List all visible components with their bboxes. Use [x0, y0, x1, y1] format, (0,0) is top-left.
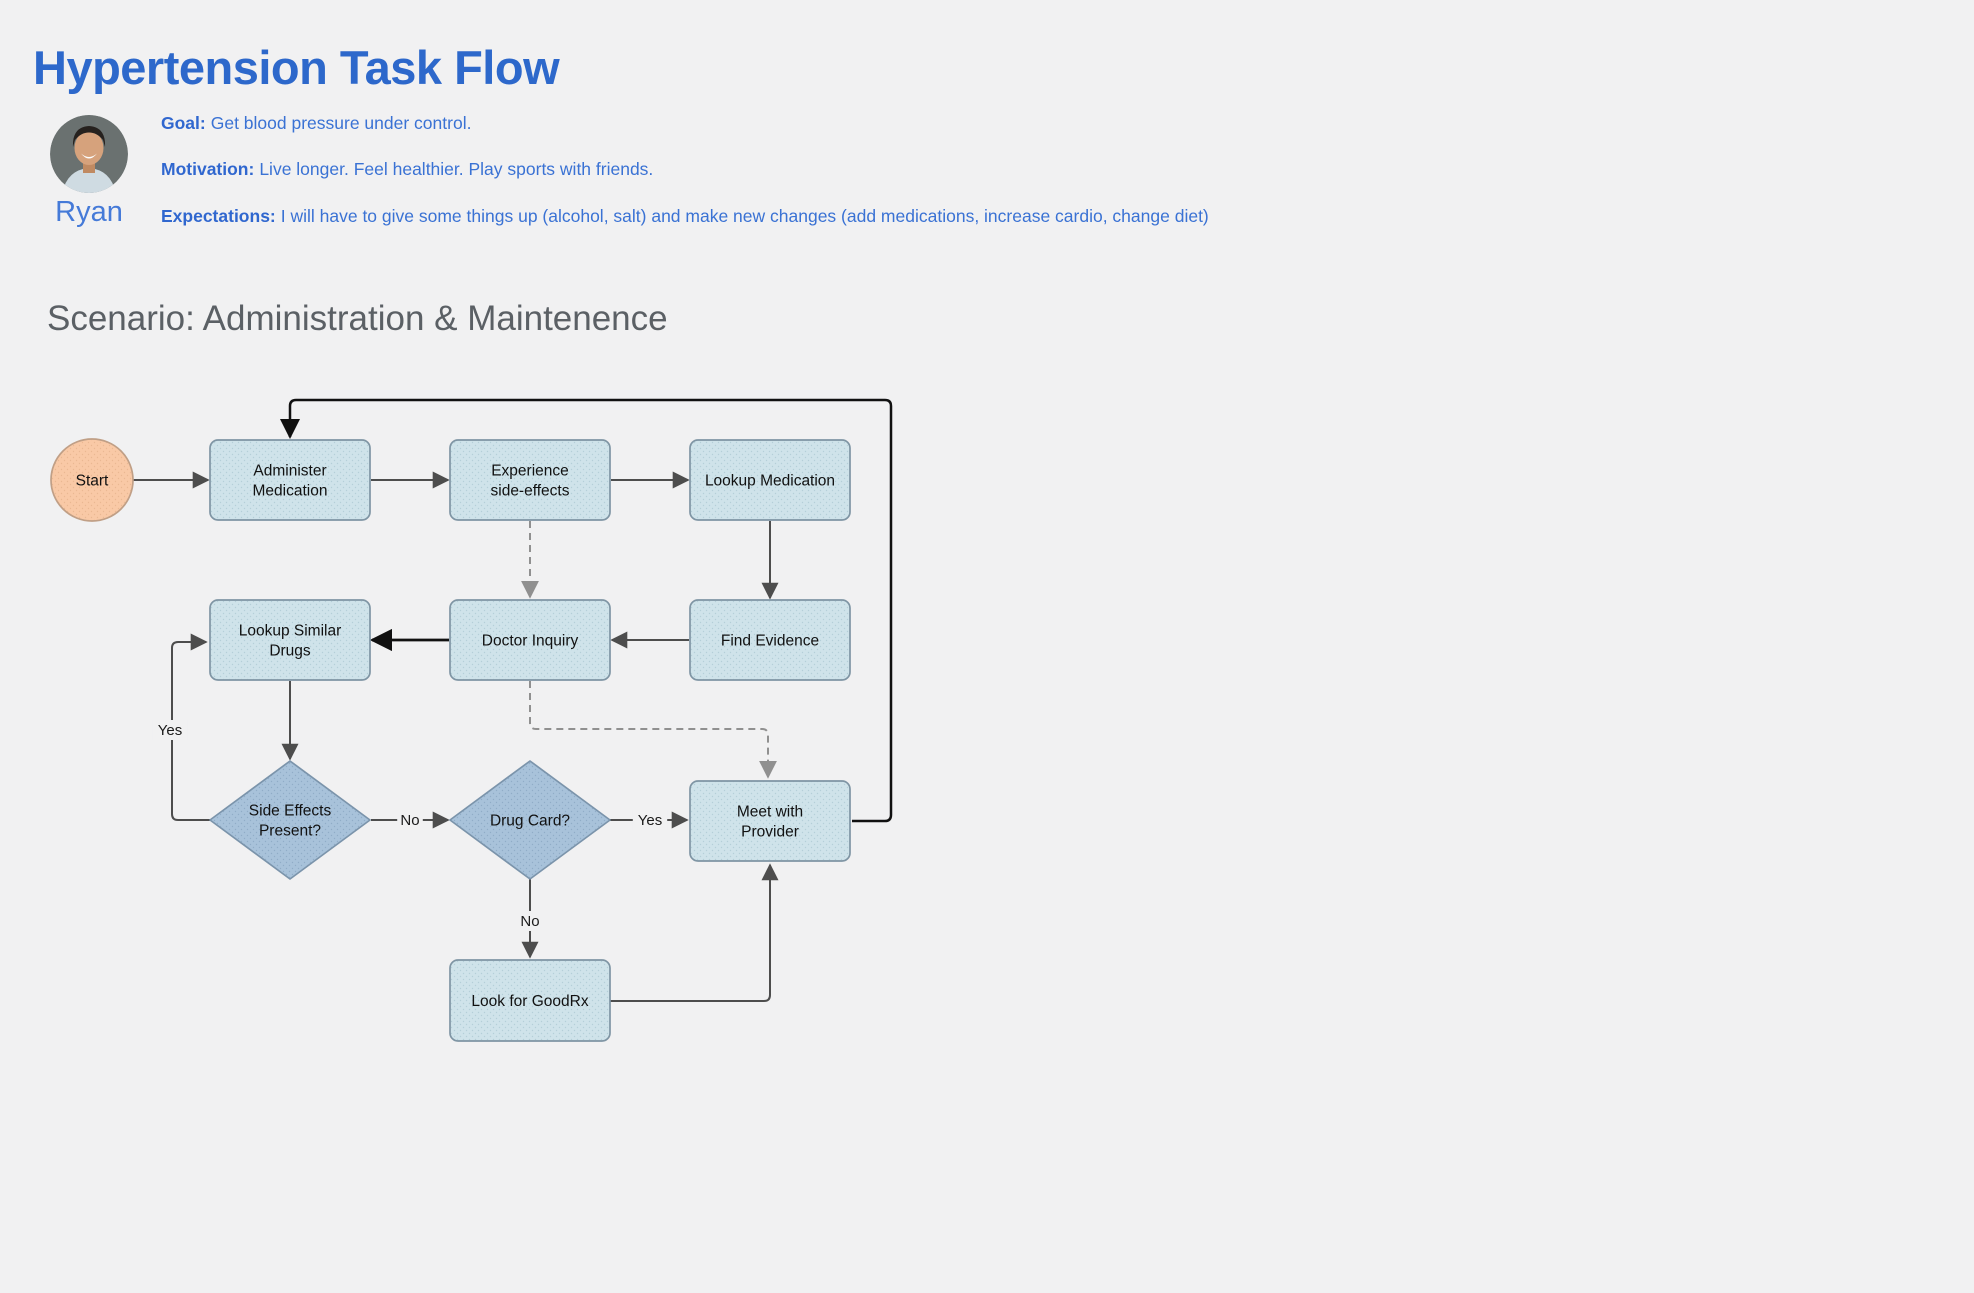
edge-label-drug-card-yes-to-provider: Yes [632, 810, 668, 830]
node-label-start: Start [76, 473, 109, 490]
node-label-find-evidence: Find Evidence [721, 633, 819, 650]
persona-name: Ryan [55, 196, 123, 228]
svg-text:Yes: Yes [158, 722, 182, 739]
node-label-drug-card: Drug Card? [490, 813, 570, 830]
node-label-look-for-goodrx: Look for GoodRx [471, 993, 588, 1010]
edge-label-side-effects-no-to-drug-card: No [397, 810, 423, 830]
svg-text:Yes: Yes [638, 812, 662, 829]
persona-expectations-text: I will have to give some things up (alco… [280, 206, 1209, 226]
edge-label-drug-card-no-to-goodrx: No [517, 911, 543, 931]
svg-text:No: No [520, 913, 539, 930]
person-photo-icon [50, 115, 128, 193]
edge-label-side-effects-yes-loop: Yes [152, 720, 188, 740]
node-label-lookup-medication: Lookup Medication [705, 473, 835, 490]
persona-goal-text: Get blood pressure under control. [210, 113, 472, 133]
persona-motivation-label: Motivation: [161, 159, 255, 179]
svg-text:No: No [400, 812, 419, 829]
persona-motivation-text: Live longer. Feel healthier. Play sports… [259, 159, 654, 179]
avatar [50, 115, 128, 193]
node-doctor-inquiry[interactable]: Doctor Inquiry [449, 599, 611, 681]
node-look-for-goodrx[interactable]: Look for GoodRx [449, 959, 611, 1042]
node-drug-card[interactable]: Drug Card? [449, 760, 611, 880]
persona-expectations-label: Expectations: [161, 206, 276, 226]
node-label-doctor-inquiry: Doctor Inquiry [482, 633, 579, 650]
persona-motivation: Motivation:Live longer. Feel healthier. … [161, 159, 653, 180]
persona-expectations: Expectations:I will have to give some th… [161, 206, 1209, 227]
persona-goal: Goal:Get blood pressure under control. [161, 113, 471, 134]
node-start[interactable]: Start [50, 438, 134, 522]
edge-goodrx-to-provider [610, 863, 779, 1002]
edge-doctor-inquiry-to-provider-dashed [529, 681, 777, 779]
edge-provider-feedback-to-administer [280, 398, 893, 823]
persona-goal-label: Goal: [161, 113, 206, 133]
page-title: Hypertension Task Flow [33, 41, 560, 94]
node-find-evidence[interactable]: Find Evidence [689, 599, 851, 681]
node-lookup-medication[interactable]: Lookup Medication [689, 439, 851, 521]
scenario-heading: Scenario: Administration & Maintenence [47, 299, 668, 338]
